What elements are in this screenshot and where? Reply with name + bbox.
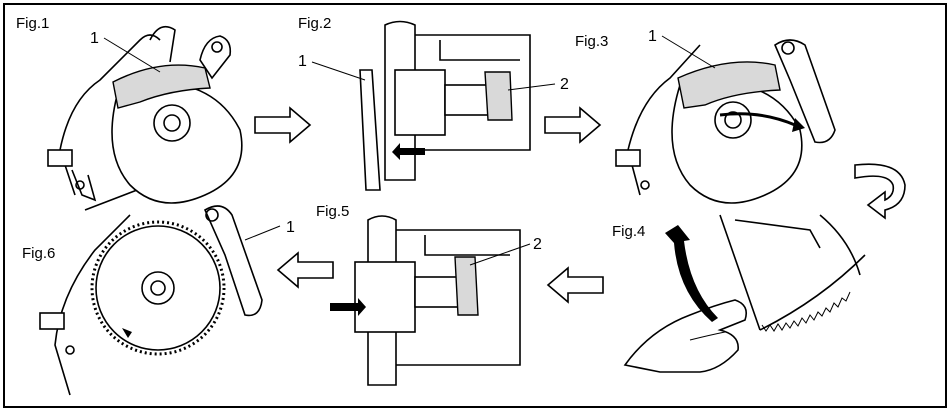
figure-3: Fig.3 1 [575, 28, 836, 204]
fig1-mount-stub [47, 149, 73, 167]
fig5-shaft [414, 276, 461, 308]
fig1-lever-pivot [211, 41, 223, 53]
fig1-blade-arbor [163, 114, 181, 132]
fig2-knob [484, 71, 513, 121]
fig5-housing [396, 229, 521, 366]
fig3-blade-guard [671, 81, 803, 204]
fig6-mount-stub [39, 312, 65, 330]
fig3-mount-stub [615, 149, 641, 167]
fig6-guard [203, 205, 263, 317]
fig2-label: Fig.2 [298, 15, 331, 32]
fig6-saw-arm [54, 214, 131, 396]
fig3-guard-pivot [781, 41, 795, 55]
arrow-fig5-to-fig6 [276, 251, 334, 289]
arrow-fig2-to-fig3 [544, 106, 602, 144]
fig4-label: Fig.4 [612, 223, 645, 240]
fig4-lift-arrow [665, 225, 718, 322]
fig2-callout-line-1 [311, 61, 366, 81]
fig5-label: Fig.5 [316, 203, 349, 220]
fig2-callout-2: 2 [560, 76, 569, 93]
figure-6: Fig.6 1 [22, 205, 295, 396]
figure-5: Fig.5 2 [316, 203, 542, 386]
fig4-blade-side [719, 214, 761, 331]
fig1-blade-guard [111, 81, 243, 204]
arrow-fig4-to-fig5 [546, 266, 604, 304]
fig6-mount-bolt [65, 345, 75, 355]
fig1-callout-1: 1 [90, 30, 99, 47]
fig1-blade-cover [112, 64, 211, 109]
fig4-guard-edge [819, 214, 861, 276]
fig4-blade-teeth [761, 291, 851, 332]
fig3-raised-guard [774, 39, 836, 144]
fig5-knob [454, 256, 479, 316]
fig3-mount-bolt [640, 180, 650, 190]
fig2-housing [415, 34, 531, 151]
fig6-blade-teeth [90, 220, 226, 356]
fig1-blade-center [153, 104, 191, 142]
fig4-blade-edge [759, 254, 866, 331]
figure-2: Fig.2 1 2 [298, 15, 569, 191]
diagram-frame [3, 3, 947, 408]
fig1-callout-line [103, 37, 161, 73]
fig6-blade [95, 225, 221, 351]
fig3-blade-center [714, 101, 752, 139]
fig6-blade-arbor [150, 280, 166, 296]
fig5-callout-2: 2 [533, 236, 542, 253]
fig6-callout-1: 1 [286, 219, 295, 236]
fig3-label: Fig.3 [575, 33, 608, 50]
fig4-finger-line [689, 331, 726, 341]
fig2-guard-plate [359, 69, 381, 191]
fig2-shaft [444, 84, 491, 116]
fig2-direction-arrow [392, 143, 425, 160]
fig2-callout-line-2 [507, 83, 556, 91]
fig1-mount-bolt [75, 180, 85, 190]
fig6-blade-center [141, 271, 175, 305]
fig5-flange [354, 261, 416, 333]
fig2-housing-top [439, 40, 520, 61]
figure-4: Fig.4 [612, 214, 866, 373]
fig6-guard-pivot [205, 208, 219, 222]
fig3-callout-1: 1 [648, 28, 657, 45]
fig6-pointer [122, 328, 132, 338]
fig5-housing-top [424, 235, 510, 256]
fig3-rotate-arrowhead [792, 118, 805, 132]
fig2-callout-1: 1 [298, 53, 307, 70]
fig5-direction-arrow [330, 298, 366, 316]
fig6-callout-line [244, 225, 281, 241]
fig3-saw-arm [627, 44, 701, 196]
fig1-handle [149, 25, 176, 63]
fig3-callout-line [661, 35, 716, 69]
arrow-fig1-to-fig2 [254, 106, 312, 144]
arrow-fig3-to-fig4 [854, 163, 906, 220]
fig4-hand [623, 299, 748, 373]
fig2-flange [394, 69, 446, 136]
fig4-housing [734, 219, 821, 249]
fig3-blade-cover [677, 61, 781, 109]
fig3-blade-arbor [724, 111, 742, 129]
fig3-rotate-arrow [719, 112, 796, 127]
fig1-label: Fig.1 [16, 15, 49, 32]
figure-1: Fig.1 1 [16, 15, 243, 211]
fig5-callout-line [469, 243, 531, 266]
fig6-label: Fig.6 [22, 245, 55, 262]
